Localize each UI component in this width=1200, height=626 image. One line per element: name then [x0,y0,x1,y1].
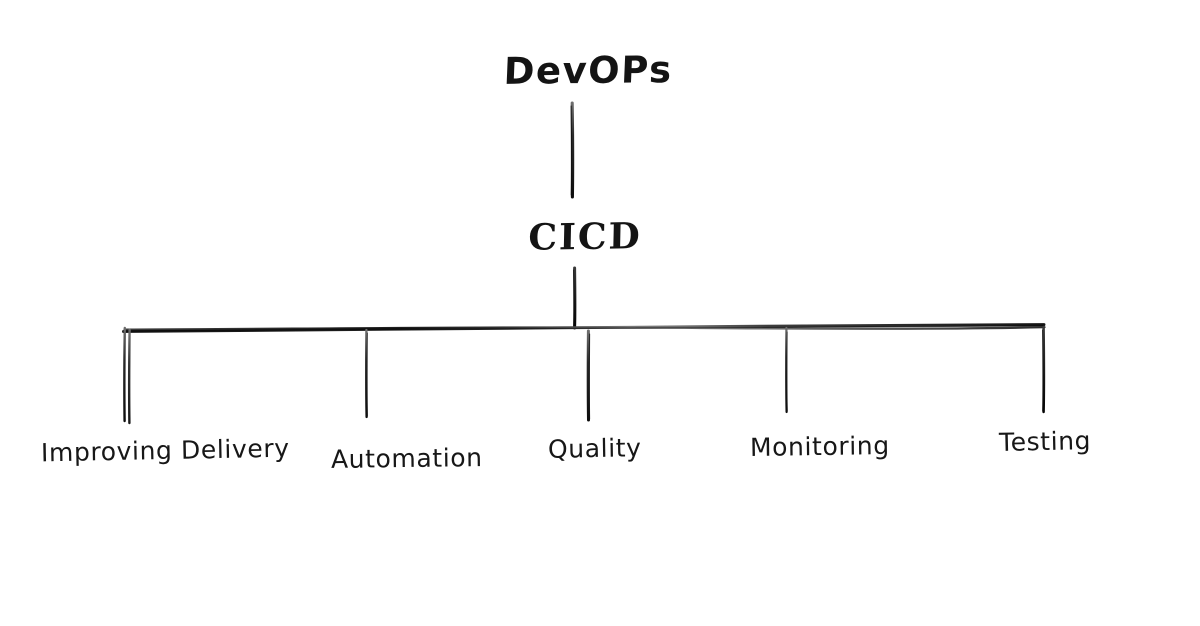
node-improving-delivery[interactable]: Improving Delivery [40,433,290,468]
node-quality[interactable]: Quality [547,433,642,464]
node-cicd[interactable]: CICD [527,215,643,259]
node-testing[interactable]: Testing [998,425,1092,458]
stem-automation [365,328,368,419]
node-monitoring[interactable]: Monitoring [749,431,890,462]
edge-cicd-to-bar [573,266,577,330]
stem-testing [1042,325,1046,414]
node-automation[interactable]: Automation [330,443,483,474]
horizontal-connector-bar [122,323,1046,333]
stem-monitoring [785,326,788,414]
node-devops[interactable]: DevOPs [502,48,674,93]
stem-improving-delivery [123,326,131,425]
edge-devops-to-cicd [570,101,575,199]
stem-quality [586,329,591,422]
